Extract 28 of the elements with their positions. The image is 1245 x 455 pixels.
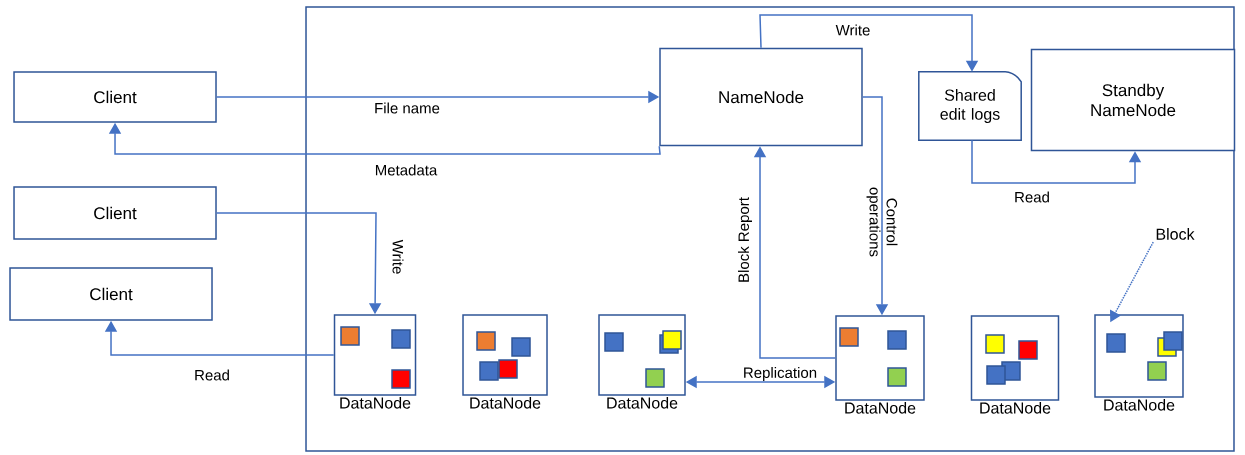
- node-label: DataNode: [607, 396, 678, 409]
- process-box: Client: [13, 186, 217, 240]
- edge-label: Read: [1015, 191, 1049, 203]
- datanode-box: DataNode: [598, 314, 686, 409]
- node-label: DataNode: [470, 396, 541, 409]
- datanode-box: DataNode: [333, 314, 417, 409]
- callout-text: Block: [1156, 228, 1195, 240]
- cluster-frame: [305, 6, 1235, 452]
- datanode-box: DataNode: [1094, 314, 1184, 411]
- edge-label: Control operations: [866, 187, 898, 257]
- edge-label: Write: [392, 239, 404, 274]
- datanode-box: DataNode: [462, 314, 548, 409]
- edge-label: Write: [835, 24, 870, 36]
- edge-label: File name: [375, 102, 440, 114]
- node-label: DataNode: [980, 401, 1051, 414]
- node-label: DataNode: [340, 396, 411, 409]
- datanode-box: DataNode: [835, 315, 925, 414]
- edge-label: Metadata: [375, 164, 438, 176]
- edge-label: Read: [195, 369, 229, 381]
- datanode-box: DataNode: [970, 315, 1060, 414]
- edge-label: Block Report: [738, 197, 752, 282]
- process-box: Client: [13, 71, 217, 123]
- process-box: Client: [9, 267, 213, 321]
- edge-label: Replication: [744, 367, 817, 381]
- process-box: NameNode: [659, 47, 863, 147]
- node-label: DataNode: [845, 401, 916, 414]
- node-label: DataNode: [1104, 398, 1175, 411]
- process-box: Standby NameNode: [1030, 48, 1236, 152]
